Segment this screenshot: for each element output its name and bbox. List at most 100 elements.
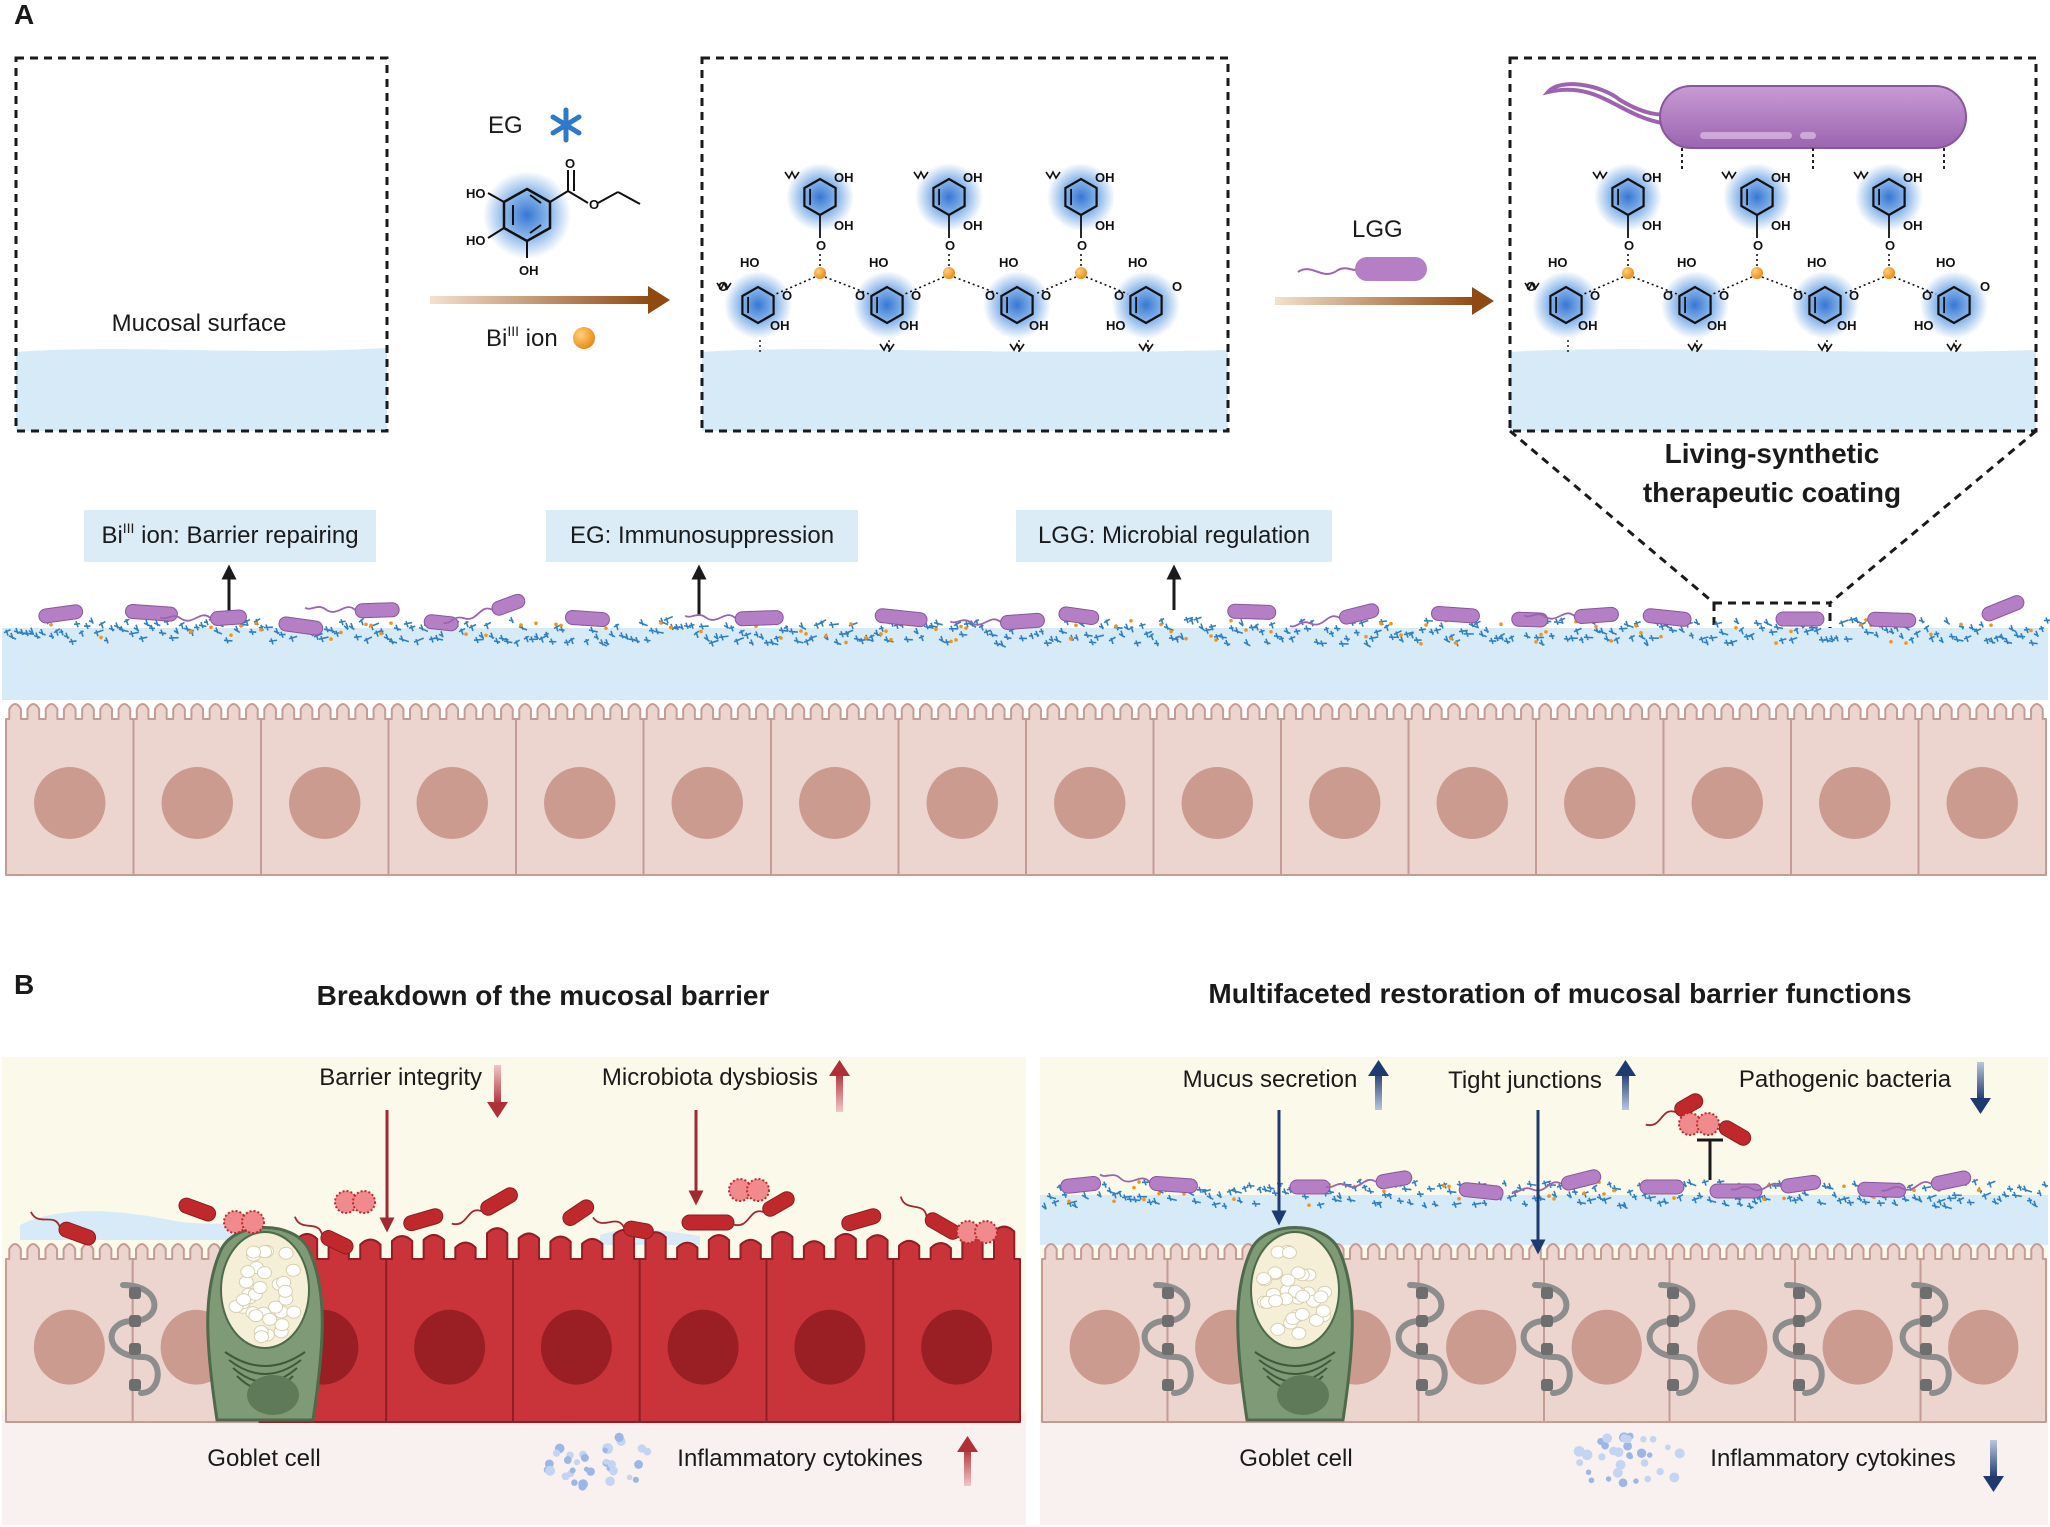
chem-label: O [1719, 288, 1729, 303]
pathogenic-bacteria-label: Pathogenic bacteria [1739, 1066, 1952, 1093]
chem-label: O [1922, 288, 1932, 303]
reaction-arrow-2-shaft [1275, 297, 1475, 305]
lgg-bacterium-icon [1355, 257, 1427, 281]
cytokines-down-arrow-icon [1983, 1476, 2004, 1492]
chem-label: O [855, 288, 865, 303]
phenol-ring-icon [1808, 285, 1842, 325]
chem-label: OH [1095, 170, 1115, 185]
cell-nucleus [33, 1309, 105, 1385]
chem-label: HO [1677, 255, 1697, 270]
chem-label: OH [899, 318, 919, 333]
coccus-bacterium-icon [334, 1190, 376, 1214]
chem-label: OH [770, 318, 790, 333]
tight-junctions-up-arrow-icon [1615, 1060, 1636, 1076]
lgg-bacterium-icon [1058, 606, 1100, 626]
chem-label-ho: HO [466, 233, 486, 248]
lgg-addition: LGG [1275, 216, 1494, 315]
pathogen-bacterium-icon [30, 1211, 97, 1246]
func-lgg-label: LGG: Microbial regulation [1038, 522, 1310, 549]
mucus-secretion-label: Mucus secretion [1183, 1066, 1358, 1093]
chem-label: OH [1578, 318, 1598, 333]
left-title: Breakdown of the mucosal barrier [317, 980, 770, 1011]
lgg-bacterium-icon [1511, 1169, 1602, 1194]
pathogen-bacterium-icon [1645, 1093, 1704, 1126]
bi-ion-label: BiIII ion [486, 323, 558, 352]
cell-nucleus [926, 767, 998, 839]
lgg-bacterium-icon [1227, 603, 1277, 620]
bi-ion-icon [814, 267, 826, 279]
chem-label: OH [1837, 318, 1857, 333]
chem-label: HO [1106, 318, 1126, 333]
lgg-bacterium-icon [278, 616, 324, 636]
phenol-ring-icon [1000, 285, 1034, 325]
chem-label: OH [1903, 218, 1923, 233]
lgg-bacterium-icon [159, 609, 247, 626]
chem-label: HO [1548, 255, 1568, 270]
tight-junctions-label: Tight junctions [1448, 1067, 1602, 1094]
chem-label: OH [1029, 318, 1049, 333]
dysbiosis-up-arrow-icon [829, 1060, 850, 1076]
mucus-up-arrow-icon [1368, 1060, 1389, 1076]
inflammatory-cytokines-label-left: Inflammatory cytokines [677, 1445, 922, 1472]
cell-nucleus [799, 767, 871, 839]
lgg-bacterium-icon [1709, 1183, 1763, 1199]
pathogen-bacterium-icon [1718, 1120, 1752, 1146]
chem-label: O [1849, 288, 1859, 303]
lgg-bacterium-icon [1511, 611, 1549, 628]
chem-label: O [1663, 288, 1673, 303]
inhibition-symbol [1697, 1138, 1723, 1180]
goblet-cell-label-left: Goblet cell [207, 1445, 320, 1472]
goblet-cell-icon [206, 1226, 324, 1422]
cell-nucleus [667, 1309, 739, 1385]
chem-label: O [1172, 279, 1182, 294]
chem-label-o: O [565, 156, 575, 171]
chem-label: OH [963, 218, 983, 233]
barrier-integrity-down-arrow-icon [487, 1102, 508, 1118]
coccus-bacterium-icon [223, 1210, 265, 1234]
chem-label-oh: OH [519, 263, 539, 278]
chem-label-ho: HO [466, 186, 486, 201]
chem-label: O [945, 238, 955, 253]
coating-layer-a [3, 593, 2050, 648]
lgg-bacterium-icon [1289, 603, 1380, 628]
lgg-bacterium-icon [1639, 1179, 1685, 1195]
lgg-bacterium-icon [1775, 611, 1825, 627]
pathogen-bacterium-icon [592, 1216, 654, 1240]
lgg-bacterium-icon [684, 610, 784, 627]
panel-a-letter: A [14, 0, 34, 30]
chem-label: O [1041, 288, 1051, 303]
barrier-integrity-label: Barrier integrity [319, 1064, 482, 1091]
coccus-bacterium-icon [728, 1178, 770, 1202]
chem-label: HO [999, 255, 1019, 270]
lgg-bacterium-icon [1430, 605, 1480, 624]
chem-label: O [1526, 279, 1536, 294]
cell-nucleus [544, 767, 616, 839]
goblet-cell-icon [1236, 1226, 1354, 1422]
chem-label: OH [1642, 170, 1662, 185]
right-title: Multifaceted restoration of mucosal barr… [1208, 978, 1911, 1009]
chem-label: OH [834, 218, 854, 233]
label-box-lgg [1016, 510, 1332, 562]
chem-label: HO [740, 255, 760, 270]
pathogen-bacterium-icon [451, 1187, 518, 1225]
chem-label: O [782, 288, 792, 303]
cell-nucleus [540, 1309, 612, 1385]
cell-nucleus [289, 767, 361, 839]
inflammatory-cytokines-label-right: Inflammatory cytokines [1710, 1445, 1955, 1472]
pathogen-bacterium-icon [733, 1191, 795, 1226]
cell-nucleus [1436, 767, 1508, 839]
mucosal-surface-label: Mucosal surface [112, 310, 287, 337]
restoration-panel: Mucus secretion Tight junctions Pathogen… [1040, 1057, 2049, 1525]
label-box-eg [546, 510, 858, 562]
chem-label: O [1624, 238, 1634, 253]
coccus-bacterium-icon [956, 1220, 998, 1244]
lgg-bacterium-icon [1289, 1179, 1331, 1195]
chem-label: O [718, 279, 728, 294]
cytokine-dots-icon [543, 1432, 652, 1491]
chem-label-o: O [589, 197, 599, 212]
func-bi-label: BiIII ion: Barrier repairing [101, 520, 358, 549]
cell-nucleus [1822, 1309, 1893, 1385]
cell-nucleus [1181, 767, 1253, 839]
